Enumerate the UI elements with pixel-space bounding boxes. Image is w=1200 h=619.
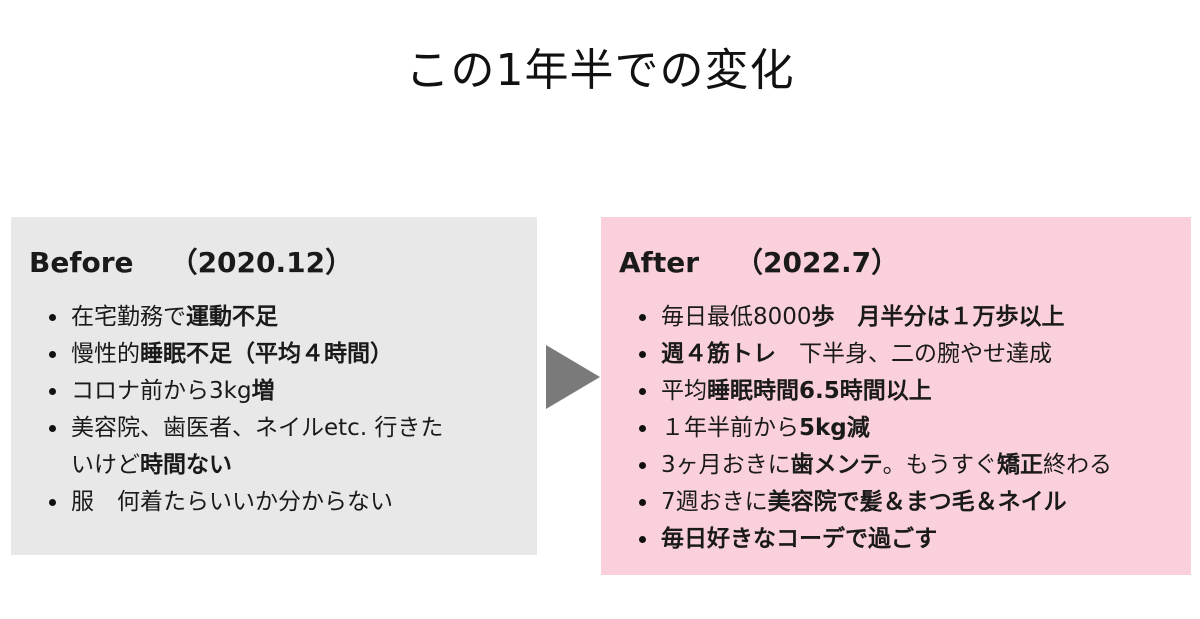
after-list: 毎日最低8000歩 月半分は１万歩以上 週４筋トレ 下半身、二の腕やせ達成 平均… — [619, 299, 1191, 558]
after-label: After — [619, 246, 700, 279]
item-bold-text: 睡眠時間6.5時間以上 — [707, 378, 932, 404]
list-item: １年半前から5kg減 — [619, 410, 1191, 447]
item-text: 平均 — [661, 378, 707, 404]
list-item: コロナ前から3kg増 — [29, 373, 537, 410]
after-heading: After （2022.7） — [619, 243, 1191, 283]
item-bold-text: 歯メンテ — [790, 452, 883, 478]
bullet-icon — [639, 425, 646, 432]
list-item: 3ヶ月おきに歯メンテ。もうすぐ矯正終わる — [619, 447, 1191, 484]
list-item: 在宅勤務で運動不足 — [29, 299, 537, 336]
before-heading: Before （2020.12） — [29, 243, 537, 283]
bullet-icon — [639, 314, 646, 321]
item-text: 。もうすぐ — [882, 452, 997, 478]
item-text-continued: いけど — [71, 452, 140, 478]
bullet-icon — [639, 499, 646, 506]
item-bold-text: 睡眠不足（平均４時間） — [140, 341, 393, 367]
item-bold-text: 5kg減 — [799, 415, 870, 441]
item-text: 服 何着たらいいか分からない — [71, 489, 393, 515]
before-list: 在宅勤務で運動不足 慢性的睡眠不足（平均４時間） コロナ前から3kg増 美容院、… — [29, 299, 537, 521]
list-item: 美容院、歯医者、ネイルetc. 行きたいけど時間ない — [29, 410, 537, 484]
item-text: 毎日最低8000 — [661, 304, 812, 330]
after-panel: After （2022.7） 毎日最低8000歩 月半分は１万歩以上 週４筋トレ … — [601, 217, 1191, 575]
list-item: 週４筋トレ 下半身、二の腕やせ達成 — [619, 336, 1191, 373]
item-bold-text: 運動不足 — [186, 304, 278, 330]
before-panel: Before （2020.12） 在宅勤務で運動不足 慢性的睡眠不足（平均４時間）… — [11, 217, 537, 555]
item-text: 在宅勤務で — [71, 304, 186, 330]
before-label: Before — [29, 246, 134, 279]
item-text: 終わる — [1042, 452, 1112, 478]
bullet-icon — [639, 462, 646, 469]
item-text: コロナ前から3kg — [71, 378, 252, 404]
bullet-icon — [49, 314, 56, 321]
item-text: 3ヶ月おきに — [661, 452, 791, 478]
item-bold-text: 矯正 — [996, 452, 1043, 478]
item-bold-text: 増 — [251, 378, 275, 404]
item-text: １年半前から — [661, 415, 799, 441]
after-date: （2022.7） — [735, 246, 900, 279]
item-text: 慢性的 — [71, 341, 140, 367]
list-item: 慢性的睡眠不足（平均４時間） — [29, 336, 537, 373]
bullet-icon — [49, 351, 56, 358]
list-item: 毎日最低8000歩 月半分は１万歩以上 — [619, 299, 1191, 336]
item-text: 下半身、二の腕やせ達成 — [776, 341, 1052, 367]
item-bold-text: 時間ない — [140, 452, 232, 478]
bullet-icon — [639, 388, 646, 395]
list-item: 毎日好きなコーデで過ごす — [619, 521, 1191, 558]
item-bold-text: 週４筋トレ — [661, 341, 776, 367]
bullet-icon — [49, 499, 56, 506]
right-triangle-arrow-icon — [546, 345, 600, 409]
item-text: 7週おきに — [661, 489, 768, 515]
item-bold-text: 歩 月半分は１万歩以上 — [811, 304, 1065, 330]
item-text: 美容院、歯医者、ネイルetc. 行きた — [71, 415, 444, 441]
bullet-icon — [49, 388, 56, 395]
item-bold-text: 毎日好きなコーデで過ごす — [661, 526, 938, 552]
bullet-icon — [49, 425, 56, 432]
list-item: 服 何着たらいいか分からない — [29, 484, 537, 521]
list-item: 平均睡眠時間6.5時間以上 — [619, 373, 1191, 410]
page-title: この1年半での変化 — [405, 45, 795, 96]
item-bold-text: 美容院で髪＆まつ毛＆ネイル — [767, 489, 1067, 515]
before-date: （2020.12） — [169, 246, 354, 279]
list-item: 7週おきに美容院で髪＆まつ毛＆ネイル — [619, 484, 1191, 521]
bullet-icon — [639, 536, 646, 543]
bullet-icon — [639, 351, 646, 358]
